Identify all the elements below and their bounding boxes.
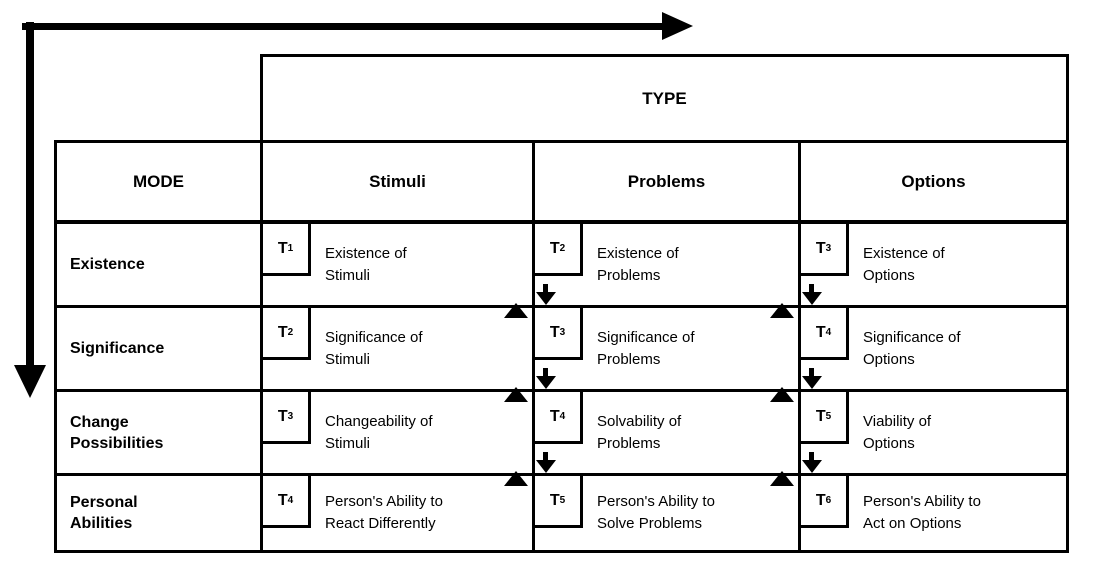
t-label: T [277,407,288,425]
t-label: T [549,407,560,425]
mode-header-cell: MODE [57,143,263,224]
t-label: T [549,323,560,341]
arrow-stem [543,368,548,377]
arrow-stem [809,452,814,461]
column-header-label: Problems [627,171,706,191]
mode-row-label: Existence [70,256,145,273]
down-arrowhead-icon [802,292,822,305]
cell-description: Existence of Problems [597,244,679,284]
t-label: T [815,407,826,425]
arrow-stem [809,284,814,293]
cell-description: Existence of Options [863,244,945,284]
cell-description: Changeability of Stimuli [325,412,433,452]
mode-row-label: Personal Abilities [70,494,138,532]
column-header-label: Options [901,171,966,191]
down-arrow-icon [14,365,46,398]
t-label: T [549,239,560,257]
cell-description: Significance of Problems [597,328,695,368]
up-arrowhead-icon [504,303,528,318]
mode-row-label: Change Possibilities [70,413,164,452]
type-header-cell: TYPE [260,54,1069,140]
cell-description: Viability of Options [863,412,932,452]
cell-description: Significance of Options [863,328,961,368]
mode-row-existence: Existence [57,224,263,308]
matrix-table: MODE Stimuli Problems Options Existence … [54,140,1069,553]
arrow-stem [543,452,548,461]
mode-axis-arrow-bar [26,22,34,365]
t-label: T [277,491,288,509]
mode-row-personal-abilities: Personal Abilities [57,476,263,550]
t-label: T [277,323,288,341]
t-label: T [549,491,560,509]
up-arrowhead-icon [770,387,794,402]
mode-row-significance: Significance [57,308,263,392]
t-label: T [815,491,826,509]
up-arrowhead-icon [504,387,528,402]
down-arrowhead-icon [536,460,556,473]
cell-description: Significance of Stimuli [325,328,423,368]
cell-description: Person's Ability to Act on Options [863,493,981,532]
cell-description: Existence of Stimuli [325,244,407,284]
down-arrowhead-icon [536,376,556,389]
up-arrowhead-icon [770,303,794,318]
t-label: T [277,239,288,257]
type-axis-arrow-bar [22,23,662,30]
column-header-options: Options [801,143,1066,224]
t-label: T [815,239,826,257]
arrow-stem [543,284,548,293]
arrow-stem [809,368,814,377]
right-arrow-icon [662,12,693,40]
column-header-stimuli: Stimuli [263,143,535,224]
cell-description: Solvability of Problems [597,412,682,452]
column-header-problems: Problems [535,143,801,224]
type-header-label: TYPE [642,88,687,108]
cell-description: Person's Ability to Solve Problems [597,493,715,532]
up-arrowhead-icon [504,471,528,486]
column-header-label: Stimuli [369,171,426,191]
mode-header-label: MODE [133,171,184,191]
up-arrowhead-icon [770,471,794,486]
down-arrowhead-icon [536,292,556,305]
down-arrowhead-icon [802,376,822,389]
mode-row-change-possibilities: Change Possibilities [57,392,263,476]
down-arrowhead-icon [802,460,822,473]
mode-row-label: Significance [70,340,165,357]
cell-description: Person's Ability to React Differently [325,493,443,532]
t-label: T [815,323,826,341]
